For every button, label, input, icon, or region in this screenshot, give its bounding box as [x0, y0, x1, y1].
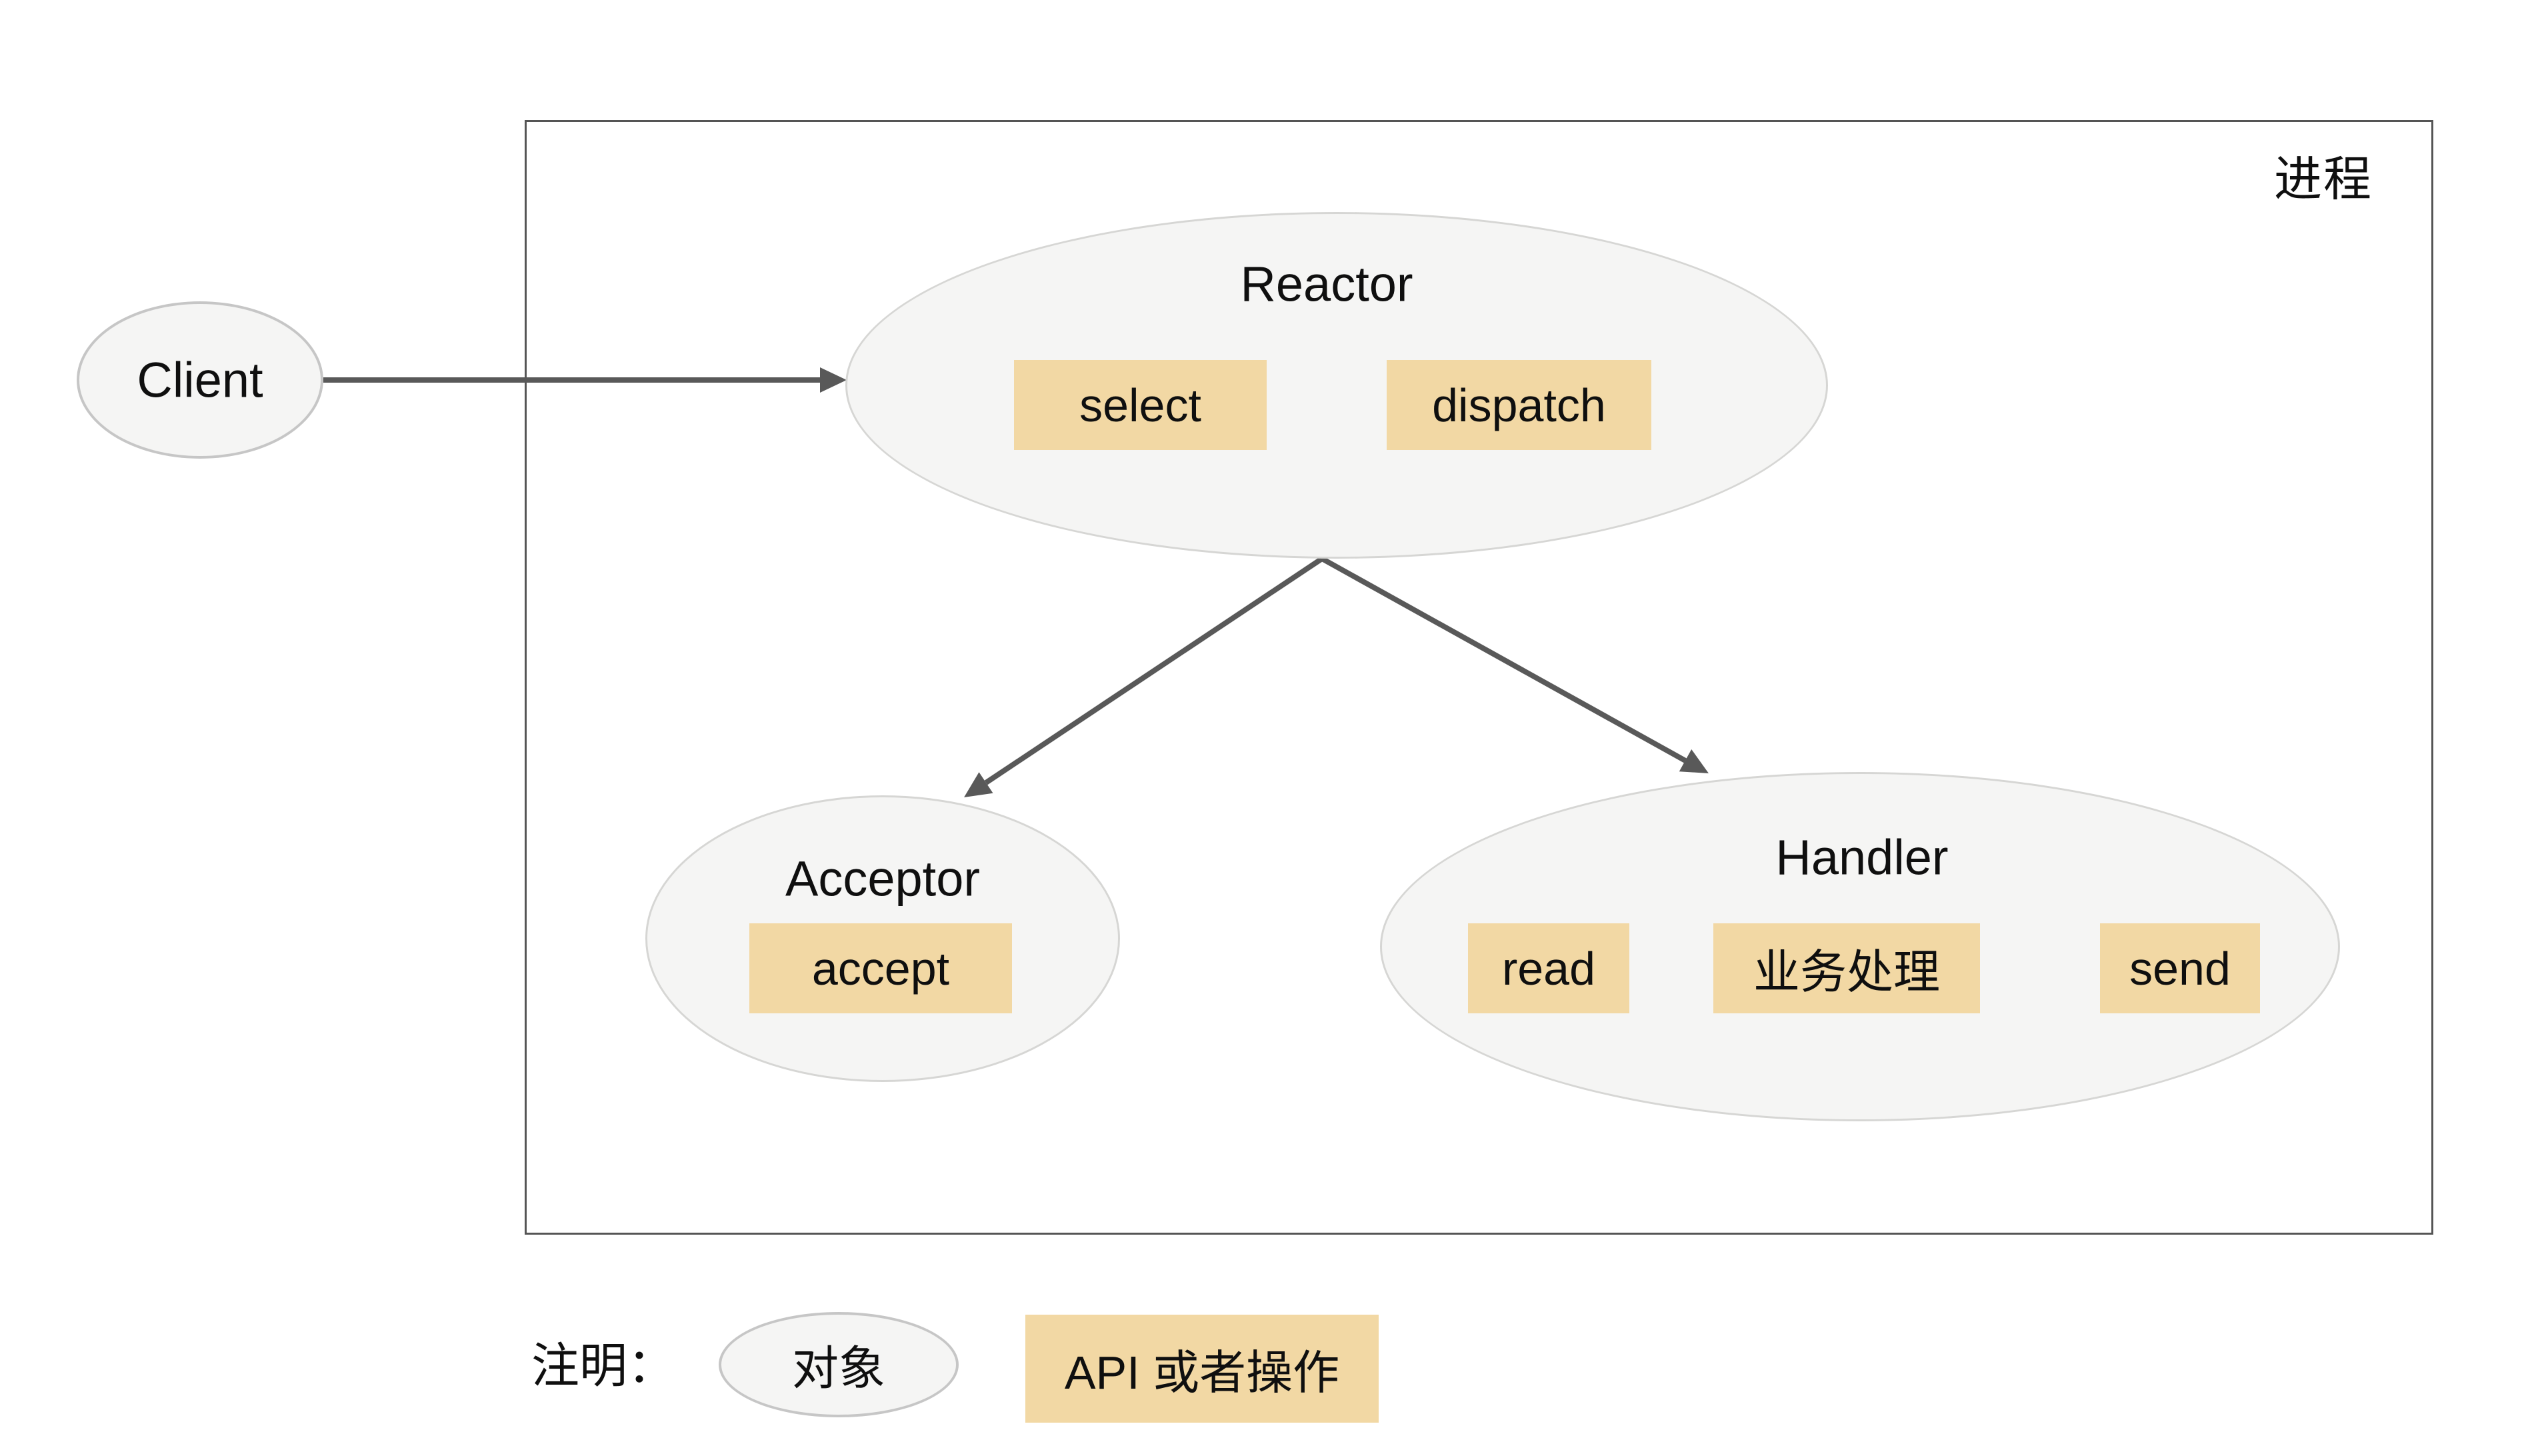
reactor-node	[845, 212, 1828, 559]
acceptor-node-title: Acceptor	[785, 851, 981, 907]
accept-op-box: accept	[749, 923, 1012, 1013]
select-op-box: select	[1014, 360, 1267, 450]
read-op-box: read	[1468, 923, 1629, 1013]
legend-object-label: 对象	[792, 1342, 885, 1395]
legend-object-ellipse	[719, 1312, 959, 1417]
send-op-box: send	[2100, 923, 2260, 1013]
dispatch-op-box: dispatch	[1387, 360, 1651, 450]
client-node	[77, 301, 323, 459]
reactor-node-title: Reactor	[1240, 256, 1413, 312]
client-node-label: Client	[137, 352, 263, 408]
process-label: 进程	[2273, 153, 2373, 207]
business-process-op-box: 业务处理	[1713, 923, 1980, 1013]
process-boundary-box	[525, 120, 2433, 1235]
legend-api-box: API 或者操作	[1025, 1315, 1379, 1423]
handler-node-title: Handler	[1775, 829, 1949, 885]
legend-caption: 注明：	[531, 1339, 676, 1393]
